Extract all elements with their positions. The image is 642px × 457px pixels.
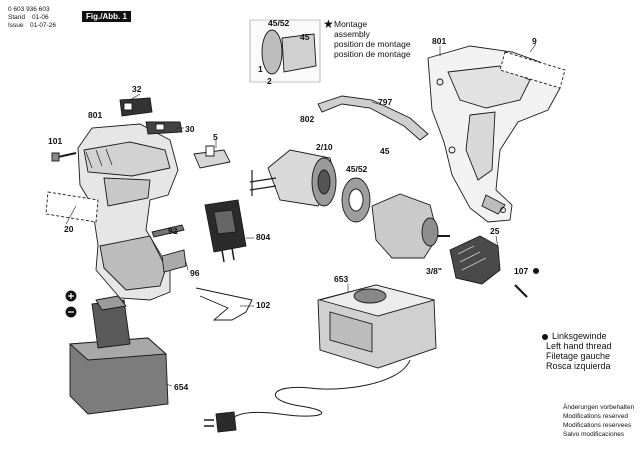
part-label-654: 654 bbox=[174, 382, 189, 392]
housing-half-801-left bbox=[77, 123, 179, 301]
part-93 bbox=[151, 224, 185, 238]
legend-line-3: Filetage gauche bbox=[546, 351, 611, 361]
montage-line-1: Montage bbox=[334, 19, 368, 29]
issue-value: 01-07-26 bbox=[30, 22, 57, 29]
figure-tag: Fig./Abb. 1 bbox=[82, 11, 131, 22]
chuck-25 bbox=[449, 235, 501, 285]
lh-thread-dot-legend bbox=[542, 334, 548, 340]
switch-module-804 bbox=[204, 199, 247, 263]
housing-half-801-right bbox=[427, 45, 561, 223]
part-label-96: 96 bbox=[190, 268, 200, 278]
legend-line-1: Linksgewinde bbox=[552, 331, 607, 341]
charger-653 bbox=[317, 284, 437, 369]
plus-icon bbox=[65, 290, 77, 302]
battery-654 bbox=[68, 295, 169, 415]
lh-thread-dot-107 bbox=[533, 268, 539, 274]
wire-102 bbox=[195, 287, 253, 321]
legend-line-4: Rosca izquierda bbox=[546, 361, 611, 371]
part-label-45-52: 45/52 bbox=[346, 164, 368, 174]
part-label-102: 102 bbox=[256, 300, 271, 310]
inset-label-45: 45 bbox=[300, 32, 310, 42]
ring-45-52 bbox=[341, 177, 371, 223]
part-label-804: 804 bbox=[256, 232, 271, 242]
screw-101 bbox=[51, 152, 77, 162]
motor-802 bbox=[249, 149, 337, 207]
part-label-93: 93 bbox=[168, 226, 178, 236]
part-label-32: 32 bbox=[132, 84, 142, 94]
montage-line-2: assembly bbox=[334, 29, 370, 39]
switch-parts-32-30 bbox=[119, 97, 183, 135]
issue-label: Issue bbox=[8, 22, 24, 29]
montage-line-4: position de montage bbox=[334, 49, 411, 59]
gearbox-45 bbox=[371, 193, 450, 259]
part-label-25: 25 bbox=[490, 226, 500, 236]
footer-line-1: Änderungen vorbehalten bbox=[563, 404, 635, 411]
part-label-45: 45 bbox=[380, 146, 390, 156]
part-label-653: 653 bbox=[334, 274, 349, 284]
doc-number: 0 603 936 603 bbox=[8, 6, 50, 13]
inset-label-1: 1 bbox=[258, 64, 263, 74]
leader-lines bbox=[52, 43, 537, 387]
montage-line-3: position de montage bbox=[334, 39, 411, 49]
part-label-2-10: 2/10 bbox=[316, 142, 333, 152]
inset-label-2: 2 bbox=[267, 76, 272, 86]
stand-label: Stand bbox=[8, 14, 25, 21]
asterisk-icon: ★ bbox=[323, 17, 334, 31]
part-label-802: 802 bbox=[300, 114, 315, 124]
label-strip-20 bbox=[45, 191, 99, 223]
minus-icon bbox=[65, 306, 77, 318]
part-5 bbox=[193, 145, 231, 169]
part-label-5: 5 bbox=[213, 132, 218, 142]
inset-label-45-52: 45/52 bbox=[268, 18, 290, 28]
screw-107 bbox=[514, 284, 528, 298]
part-label-3-8: 3/8" bbox=[426, 266, 442, 276]
part-96 bbox=[161, 249, 187, 273]
label-strip-9 bbox=[499, 51, 566, 89]
part-label-20: 20 bbox=[64, 224, 74, 234]
part-label-9: 9 bbox=[532, 36, 537, 46]
part-label-101: 101 bbox=[48, 136, 63, 146]
legend-line-2: Left hand thread bbox=[546, 341, 612, 351]
footer-line-4: Salvo modificaciones bbox=[563, 431, 625, 438]
part-label-801-left: 801 bbox=[88, 110, 103, 120]
footer-line-3: Modifications reservees bbox=[563, 422, 632, 429]
gasket-797 bbox=[317, 95, 429, 141]
charger-cable-plug bbox=[204, 359, 411, 433]
part-label-107: 107 bbox=[514, 266, 529, 276]
footer-line-2: Modifications reserved bbox=[563, 413, 629, 420]
stand-value: 01-06 bbox=[32, 14, 49, 21]
part-label-801-right: 801 bbox=[432, 36, 447, 46]
part-label-797: 797 bbox=[378, 97, 393, 107]
montage-inset bbox=[249, 19, 321, 83]
part-label-30: 30 bbox=[185, 124, 195, 134]
